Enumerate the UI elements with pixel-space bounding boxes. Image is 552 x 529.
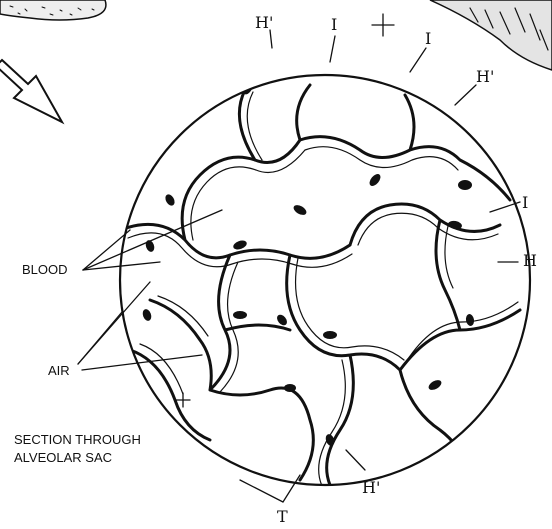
lung-tissue-left — [0, 0, 106, 20]
label-t-bottom: T — [277, 507, 288, 526]
lung-tissue-right — [430, 0, 552, 70]
label-h-prime-top: H' — [255, 13, 273, 32]
label-i-top-right: I — [425, 29, 431, 48]
label-i-right: I — [522, 193, 528, 212]
caption-line-2: ALVEOLAR SAC — [14, 450, 112, 465]
label-h-prime-bottom: H' — [362, 478, 380, 497]
label-i-top-left: I — [331, 15, 337, 34]
label-h-right: H — [523, 251, 537, 270]
label-h-prime-right: H' — [476, 67, 494, 86]
zoom-arrow — [0, 60, 62, 122]
label-air: AIR — [48, 363, 70, 378]
alveolar-section-circle — [120, 14, 530, 486]
caption-line-1: SECTION THROUGH — [14, 432, 141, 447]
label-blood: BLOOD — [22, 262, 68, 277]
